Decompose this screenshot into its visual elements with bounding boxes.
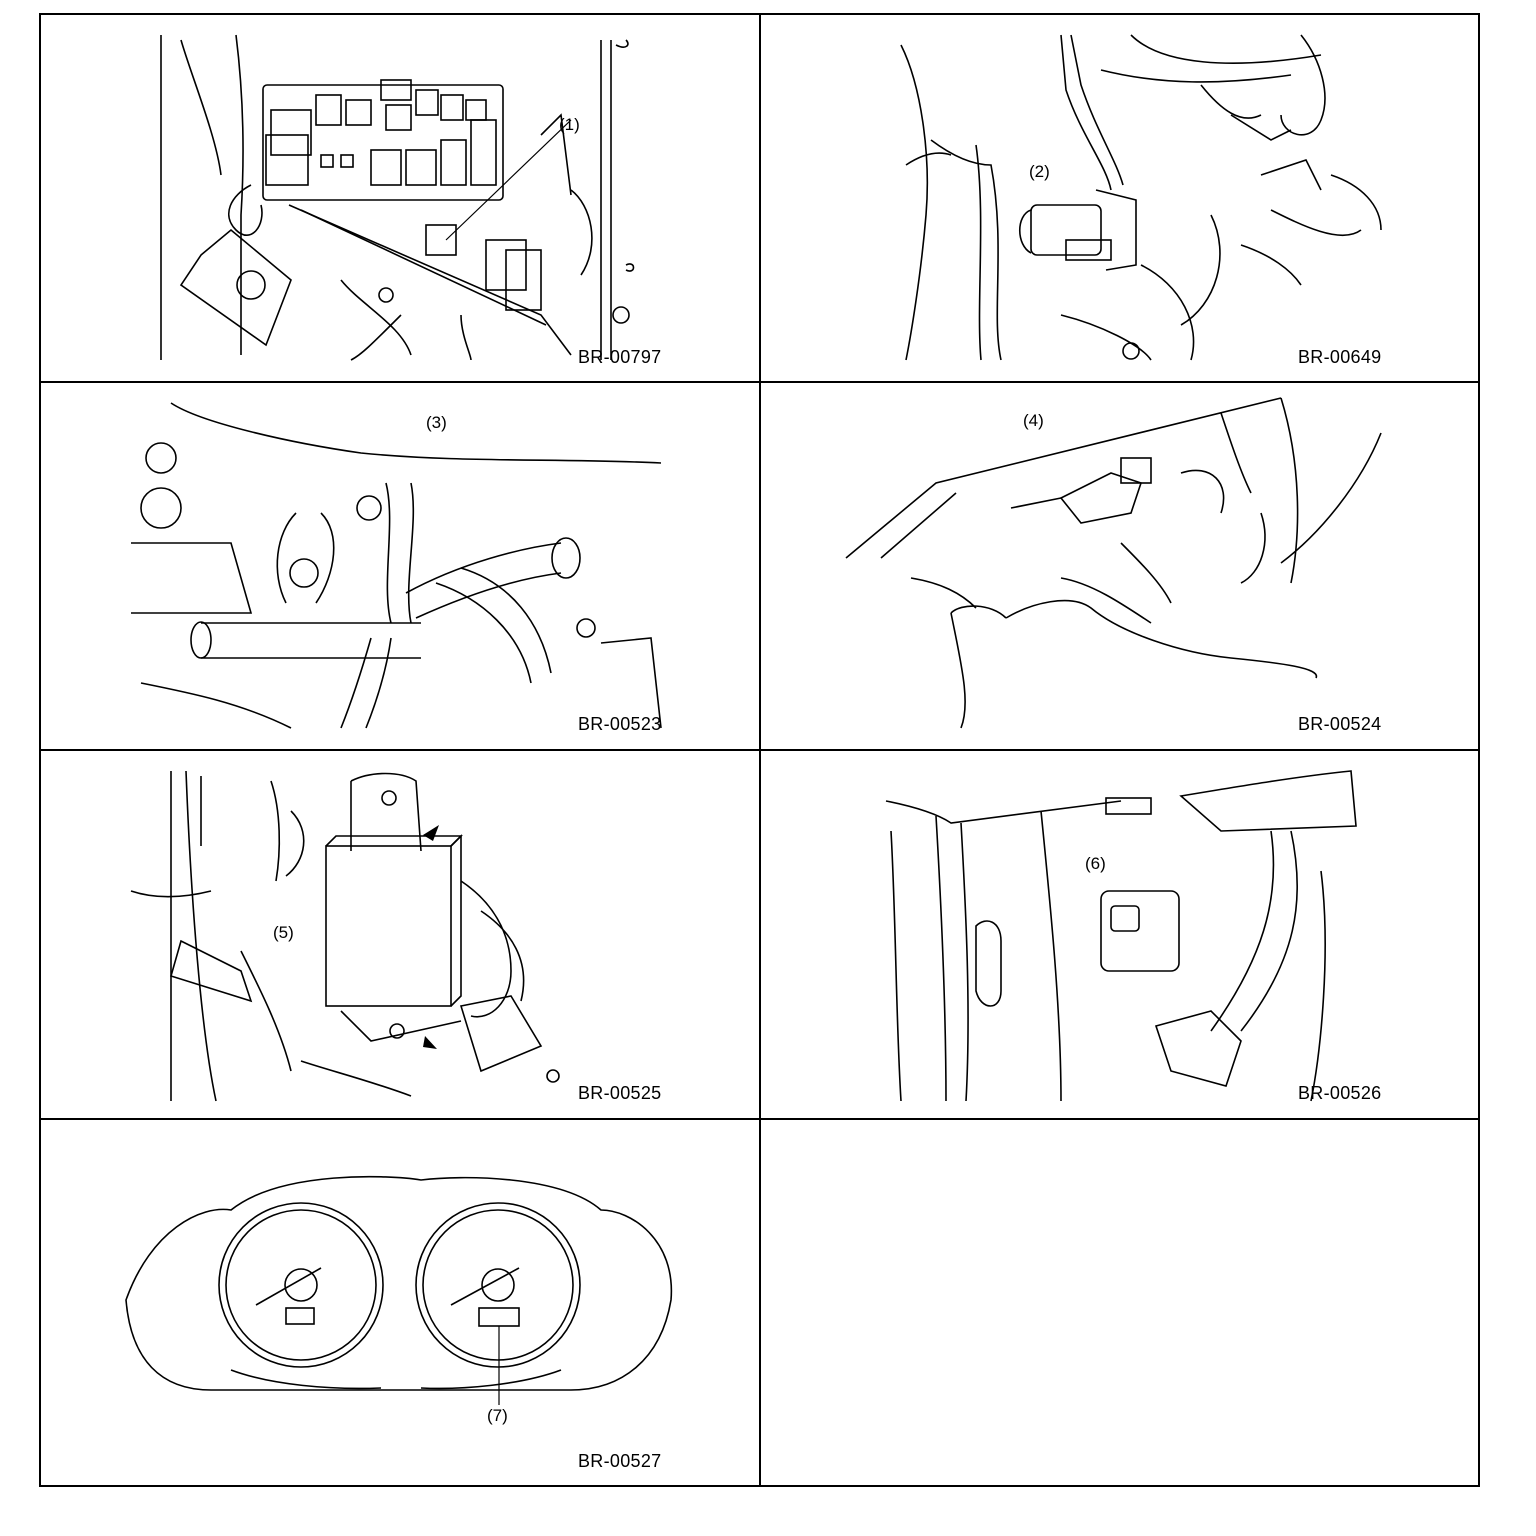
figure-code-7: BR-00527 [578,1451,662,1471]
figure-code-4: BR-00524 [1298,714,1382,734]
panel-6-door-switch: (6) BR-00526 [761,751,1478,1118]
panel-1-relay-box: (1) BR-00797 [41,15,759,381]
instrument-cluster-illustration [125,1175,673,1405]
callout-5: (5) [273,923,294,942]
panel-5-control-module: (5) BR-00525 [41,751,759,1118]
grid-divider-row-2 [39,749,1480,751]
callout-4: (4) [1023,411,1044,430]
hose-illustration [131,402,662,729]
door-switch-illustration [885,770,1357,1102]
panel-7-instrument-cluster: (7) BR-00527 [41,1120,759,1485]
figure-code-3: BR-00523 [578,714,662,734]
panel-8-empty [761,1120,1478,1485]
connector-illustration [845,397,1382,729]
figure-code-6: BR-00526 [1298,1083,1382,1103]
figure-code-5: BR-00525 [578,1083,662,1103]
figure-code-1: BR-00797 [578,347,662,367]
figure-code-2: BR-00649 [1298,347,1382,367]
grid-divider-row-3 [39,1118,1480,1120]
grid-divider-row-1 [39,381,1480,383]
arrow-marks [423,825,439,1049]
callout-6: (6) [1085,854,1106,873]
callout-3: (3) [426,413,447,432]
panel-2-sensor: (2) BR-00649 [761,15,1478,381]
callout-1: (1) [559,115,580,134]
callout-2: (2) [1029,162,1050,181]
callout-7: (7) [487,1406,508,1425]
control-module-illustration [130,770,560,1102]
panel-4-connector: (4) BR-00524 [761,383,1478,749]
panel-3-hose: (3) BR-00523 [41,383,759,749]
relay-box-illustration [160,34,635,361]
sensor-illustration [900,34,1382,361]
